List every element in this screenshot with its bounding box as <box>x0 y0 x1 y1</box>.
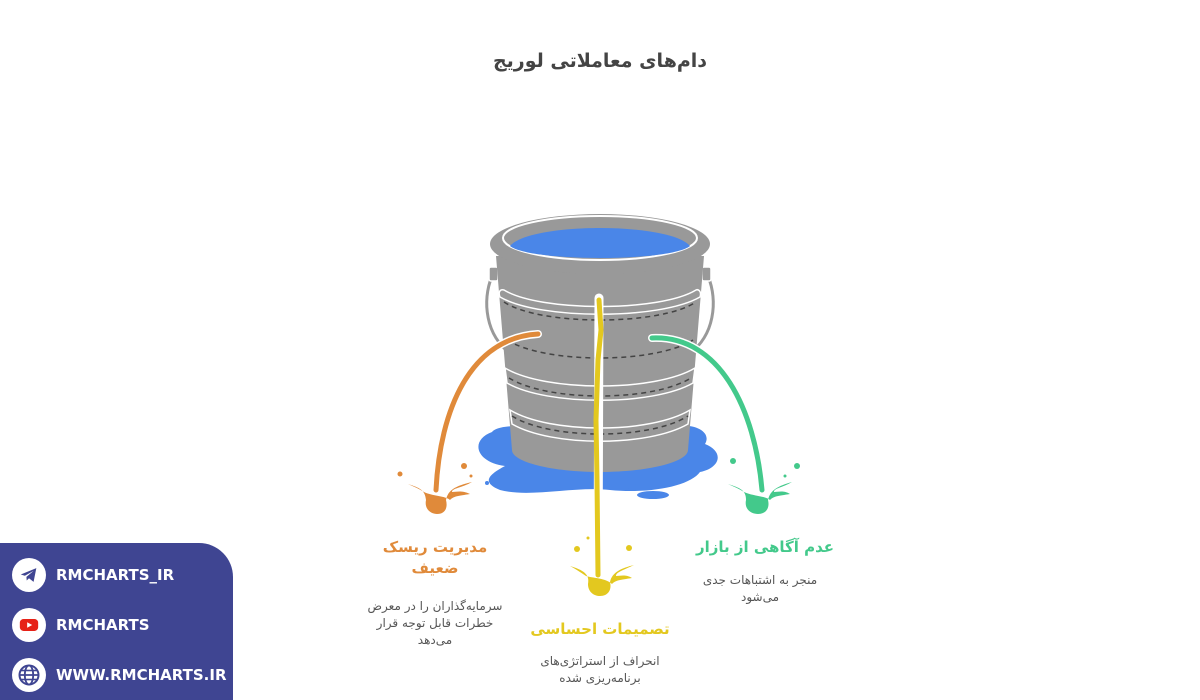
globe-icon <box>12 658 46 692</box>
trap-description-market-unawareness: منجر به اشتباهات جدی می‌شود <box>702 573 818 604</box>
trap-label-market-unawareness: عدم آگاهی از بازار <box>695 538 835 556</box>
social-link-website[interactable]: WWW.RMCHARTS.IR <box>12 657 227 693</box>
orange-leak-stream <box>397 330 542 514</box>
telegram-icon <box>12 558 46 592</box>
trap-description-emotional-decisions: انحراف از استراتژی‌های برنامه‌ریزی شده <box>540 654 660 685</box>
youtube-icon <box>12 608 46 642</box>
social-link-youtube[interactable]: RMCHARTS <box>12 607 150 643</box>
website-url: WWW.RMCHARTS.IR <box>56 666 227 684</box>
social-link-telegram[interactable]: RMCHARTS_IR <box>12 557 174 593</box>
trap-label-poor-risk-management: مدیریت ریسک ضعیف <box>382 538 488 577</box>
trap-label-emotional-decisions: تصمیمات احساسی <box>530 620 670 638</box>
yellow-leak-stream <box>570 293 634 596</box>
trap-description-poor-risk-management: سرمایه‌گذاران را در معرض خطرات قابل توجه… <box>367 599 503 647</box>
green-leak-stream <box>648 333 800 514</box>
page-title: دام‌های معاملاتی لوریج <box>492 50 708 72</box>
youtube-channel: RMCHARTS <box>56 616 150 634</box>
social-links-panel: RMCHARTS_IR RMCHARTS WWW.RMCHARTS.IR <box>0 543 233 700</box>
telegram-handle: RMCHARTS_IR <box>56 566 175 584</box>
